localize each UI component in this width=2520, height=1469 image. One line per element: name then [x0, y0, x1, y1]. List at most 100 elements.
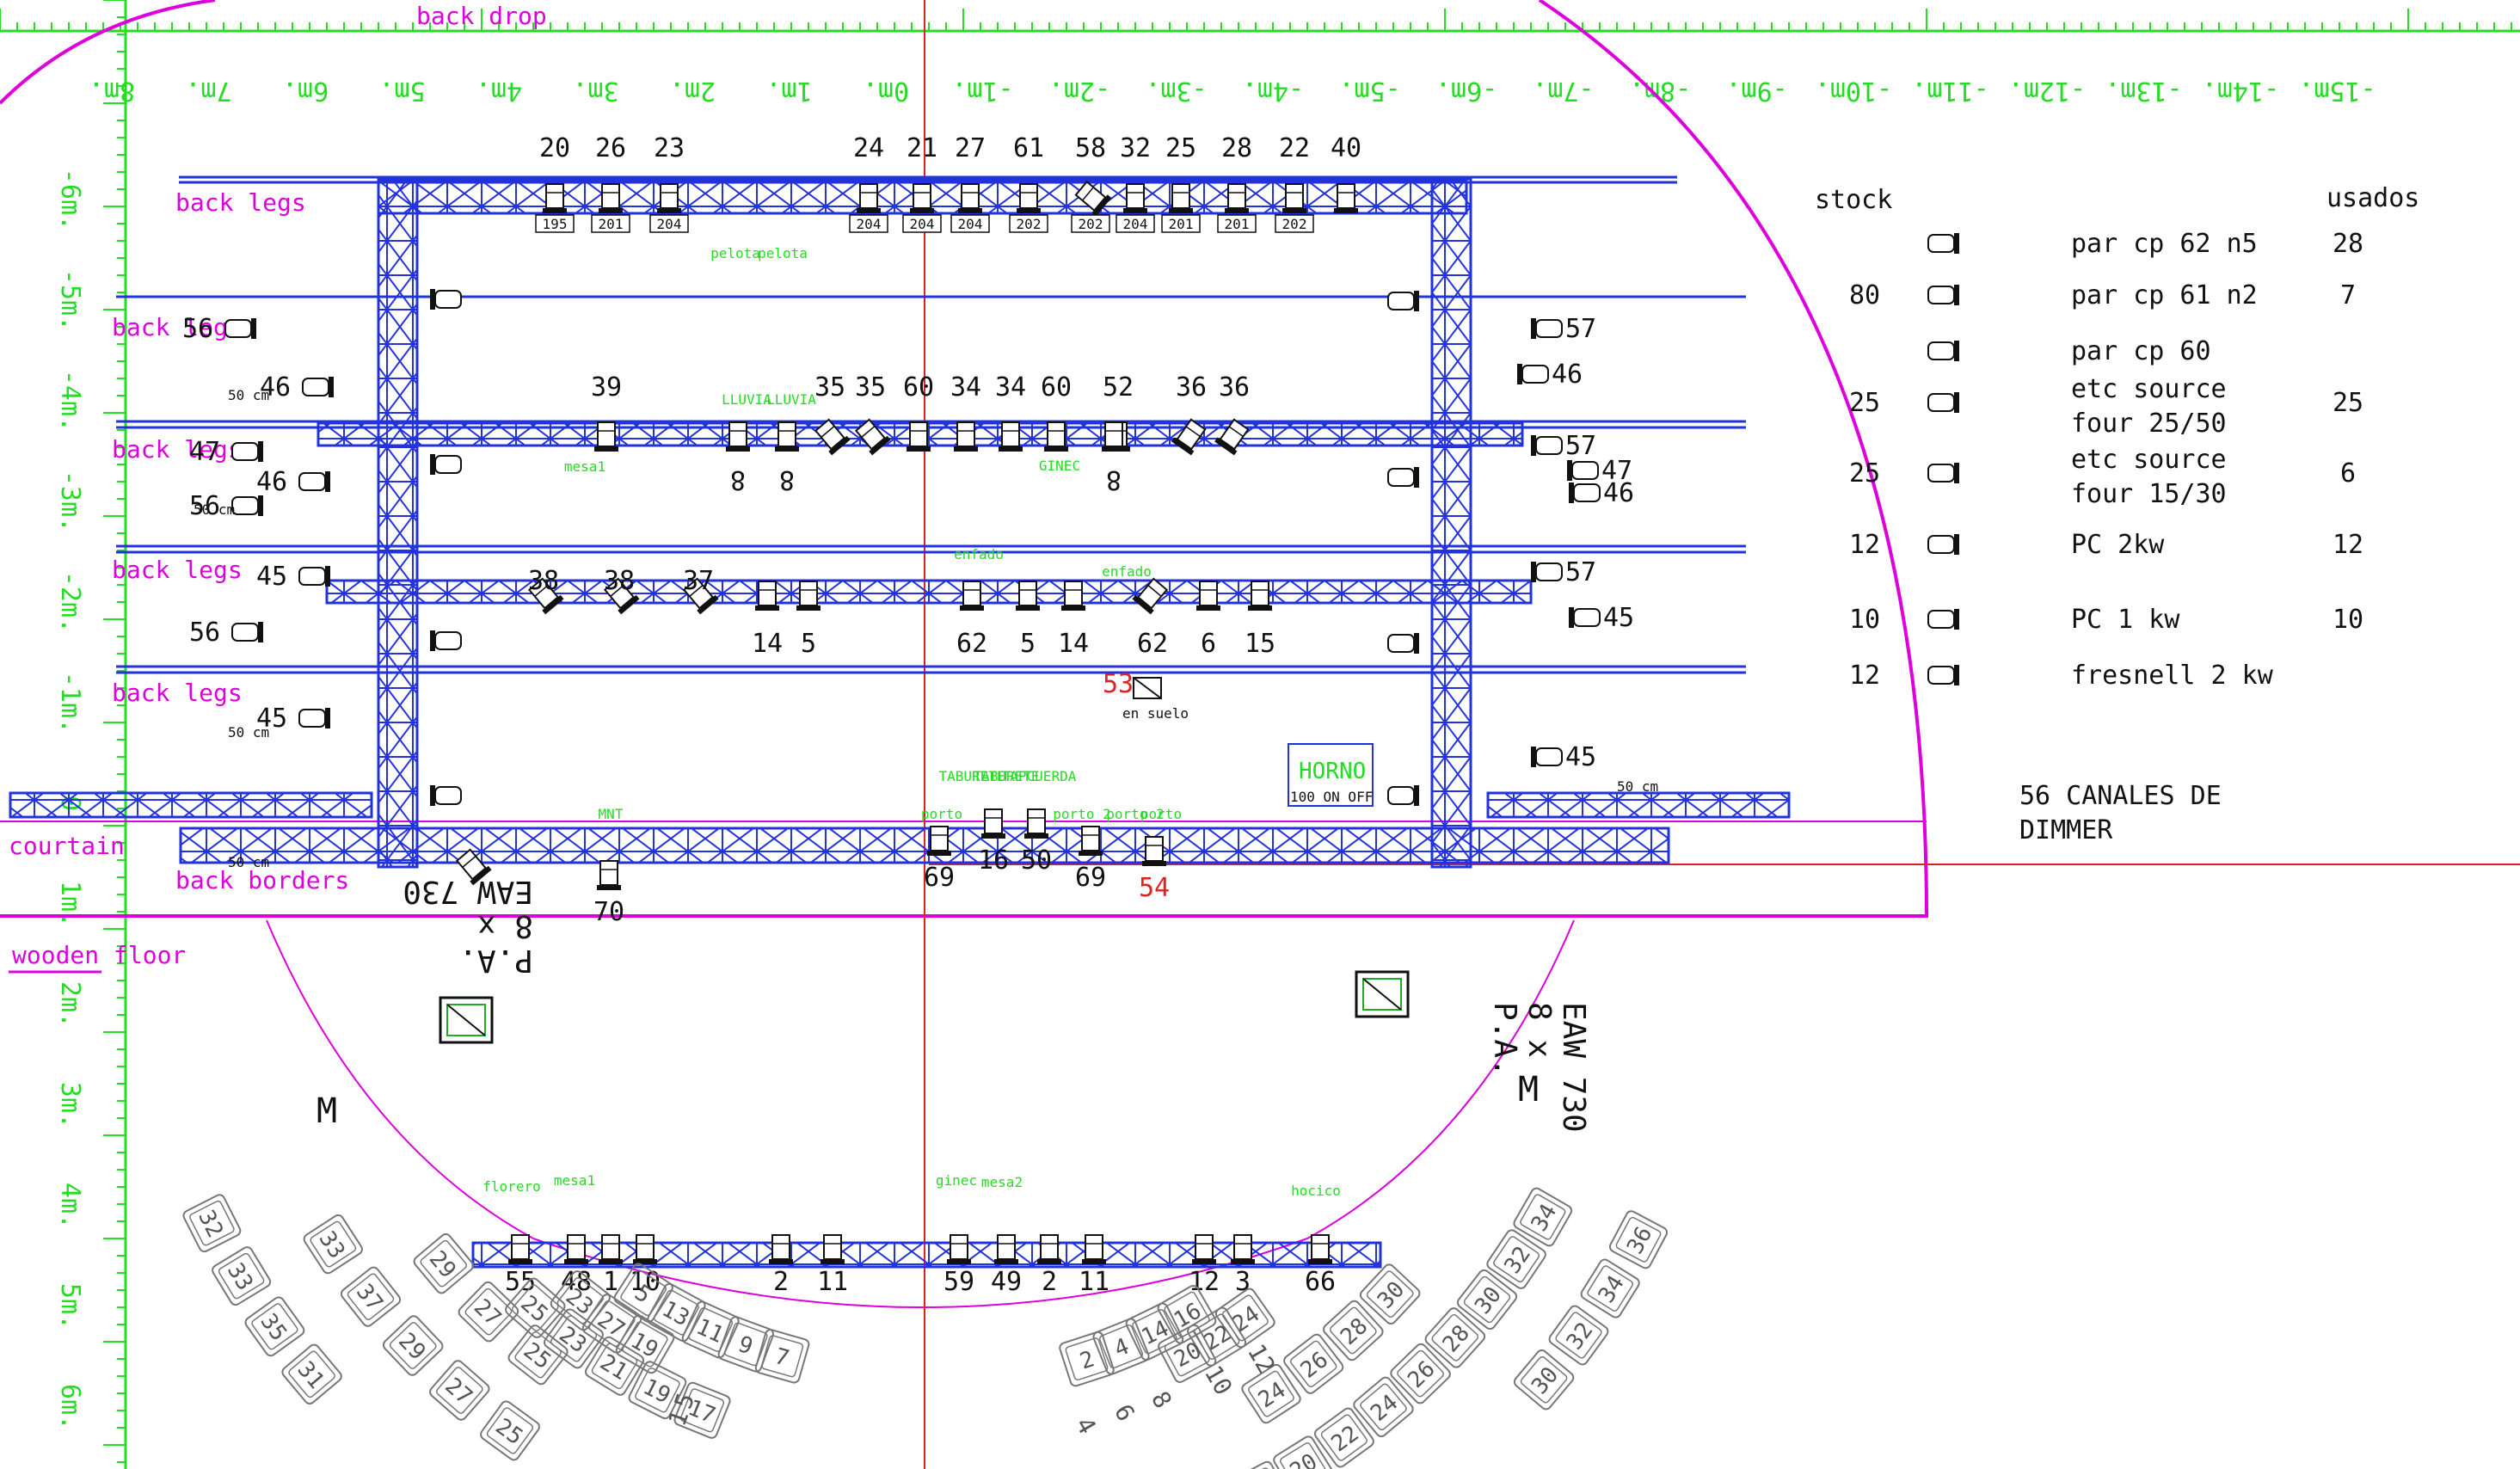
- foh-fixture: [993, 1234, 1019, 1265]
- seat-number: 7: [771, 1343, 791, 1372]
- legend-stock-value: 25: [1849, 388, 1880, 418]
- foh-fixture: [1081, 1234, 1107, 1265]
- foh-fixture: [946, 1234, 972, 1265]
- prop-tags: LLUVIALLUVIAenfadoenfadoTABURETETABURETE…: [482, 245, 1341, 1199]
- legend-stock-header: stock: [1815, 185, 1892, 215]
- legend-used-value: 6: [2340, 458, 2356, 489]
- pa-left-model: EAW 730: [403, 874, 533, 909]
- fixture-channel-number: 50: [1021, 845, 1052, 876]
- fixture-gel-number: 201: [1225, 216, 1250, 232]
- top-ruler-label: 5m.: [378, 76, 425, 106]
- upstage-fixture: [856, 183, 882, 214]
- top-ruler-label: -2m.: [1048, 76, 1110, 106]
- fixture-channel-number: 62: [1137, 629, 1168, 659]
- mid-1-fixture: [953, 421, 979, 452]
- audience-seat: 35: [243, 1294, 307, 1359]
- fifty-cm-label: 50 cm: [1617, 778, 1658, 795]
- back-legs-label-1: back legs: [175, 188, 306, 217]
- floor-fixture: en suelo: [1122, 677, 1189, 722]
- foh-fixture: [1307, 1234, 1333, 1265]
- audience-seat: 33: [301, 1212, 366, 1276]
- fixture-channel-number: 53: [1103, 669, 1134, 699]
- prop-tag: hocico: [1291, 1183, 1341, 1199]
- right-boom-fixture: [1530, 434, 1563, 457]
- right-boom-fixture: [1568, 606, 1601, 629]
- fixture-channel-number: 11: [1079, 1267, 1109, 1297]
- fixture-channel-number: 70: [593, 897, 624, 927]
- mid-1-fixture: [906, 421, 931, 452]
- fixture-channel-number: 35: [855, 372, 886, 403]
- seat-number: 8: [1146, 1386, 1177, 1413]
- foh-fixture: [598, 1234, 624, 1265]
- legend-stock-value: 25: [1849, 458, 1880, 489]
- top-ruler-label: 7m.: [185, 76, 231, 106]
- legend-used-value: 7: [2340, 280, 2356, 310]
- fixture-channel-number: 1: [603, 1267, 618, 1297]
- legend-fixture-name-2: four 25/50: [2071, 409, 2227, 439]
- mid-1-fixture: [725, 421, 751, 452]
- top-ruler-label: -4m.: [1242, 76, 1304, 106]
- prop-tag: TABURETE: [973, 768, 1039, 784]
- fixture-gel-number: 202: [1282, 216, 1307, 232]
- left-leg-fixture: [429, 288, 462, 310]
- audience-seat: 24: [1239, 1361, 1303, 1426]
- seat-number: 4: [1110, 1334, 1133, 1363]
- prop-tag: porto: [921, 806, 962, 822]
- prop-tag: TAPCUERDA: [1002, 768, 1077, 784]
- fixture-channel-number: 14: [1058, 629, 1089, 659]
- prop-tag: pelota: [758, 245, 808, 261]
- legend-stock-value: 12: [1849, 530, 1880, 560]
- back-legs-label-2: back legs: [112, 313, 243, 341]
- upstage-fixture: [542, 183, 568, 214]
- seat-number: 12: [1242, 1339, 1281, 1379]
- seat-number: 10: [1199, 1361, 1238, 1400]
- prop-tag: LLUVIA: [722, 391, 771, 408]
- truss-right-wing: [1486, 791, 1791, 819]
- right-boom-fixture: [1568, 482, 1601, 504]
- back-drop-label: back drop: [416, 2, 547, 30]
- pa-right-model: EAW 730: [1556, 1002, 1591, 1133]
- audience-seat: 30: [1454, 1267, 1520, 1332]
- legend-fixture-name: par cp 60: [2071, 336, 2211, 366]
- fixture-channel-number: 23: [654, 133, 685, 163]
- fixture-channel-number: 60: [903, 372, 934, 403]
- audience-seat: 34: [1578, 1257, 1643, 1320]
- fixture-channel-number: 58: [1075, 133, 1106, 163]
- left-boom-fixture: [224, 317, 257, 340]
- upstage-fixture: [656, 183, 682, 214]
- legend-fixture-icon: [1927, 462, 1960, 484]
- prop-tag: mesa2: [981, 1174, 1023, 1190]
- pa-right-title: P.A.: [1487, 1002, 1522, 1077]
- upstage-fixture: [1016, 183, 1042, 214]
- legend-used-value: 12: [2333, 530, 2363, 560]
- fixture-channel-number: 56: [189, 618, 220, 648]
- truss-mid-2: [325, 579, 1533, 605]
- mid-1-fixture: [1043, 421, 1069, 452]
- seat-number: 14: [1138, 1316, 1173, 1351]
- audience-seat: 31: [279, 1342, 345, 1407]
- fixture-channel-number: 61: [1013, 133, 1044, 163]
- left-ruler-label: 6m.: [55, 1384, 85, 1430]
- fixture-channel-number: 25: [1165, 133, 1196, 163]
- legend-usados-header: usados: [2326, 183, 2419, 213]
- right-leg-fixture: [1387, 784, 1420, 807]
- fixture-channel-number: 11: [817, 1267, 848, 1297]
- prop-tag: TABURETE: [938, 768, 1005, 784]
- fixture-channel-number: 39: [591, 372, 622, 403]
- prop-tag: porto 2: [1053, 806, 1110, 822]
- audience-seat: 30: [1511, 1347, 1577, 1412]
- fixture-channel-number: 22: [1279, 133, 1310, 163]
- top-ruler-label: 3m.: [572, 76, 618, 106]
- legend-fixture-icon: [1927, 284, 1960, 306]
- audience-seat: 7: [753, 1327, 811, 1385]
- pa-right: P.A. 8 x EAW 730: [1355, 970, 1591, 1133]
- audience-seat: 30: [1357, 1261, 1423, 1327]
- left-ruler-labels: -6m.-5m.-4m.-3m.-2m.-1m.01m.2m.3m.4m.5m.…: [55, 169, 85, 1430]
- top-ruler-label: -10m.: [1815, 76, 1892, 106]
- fixture-gel-number: 204: [857, 216, 882, 232]
